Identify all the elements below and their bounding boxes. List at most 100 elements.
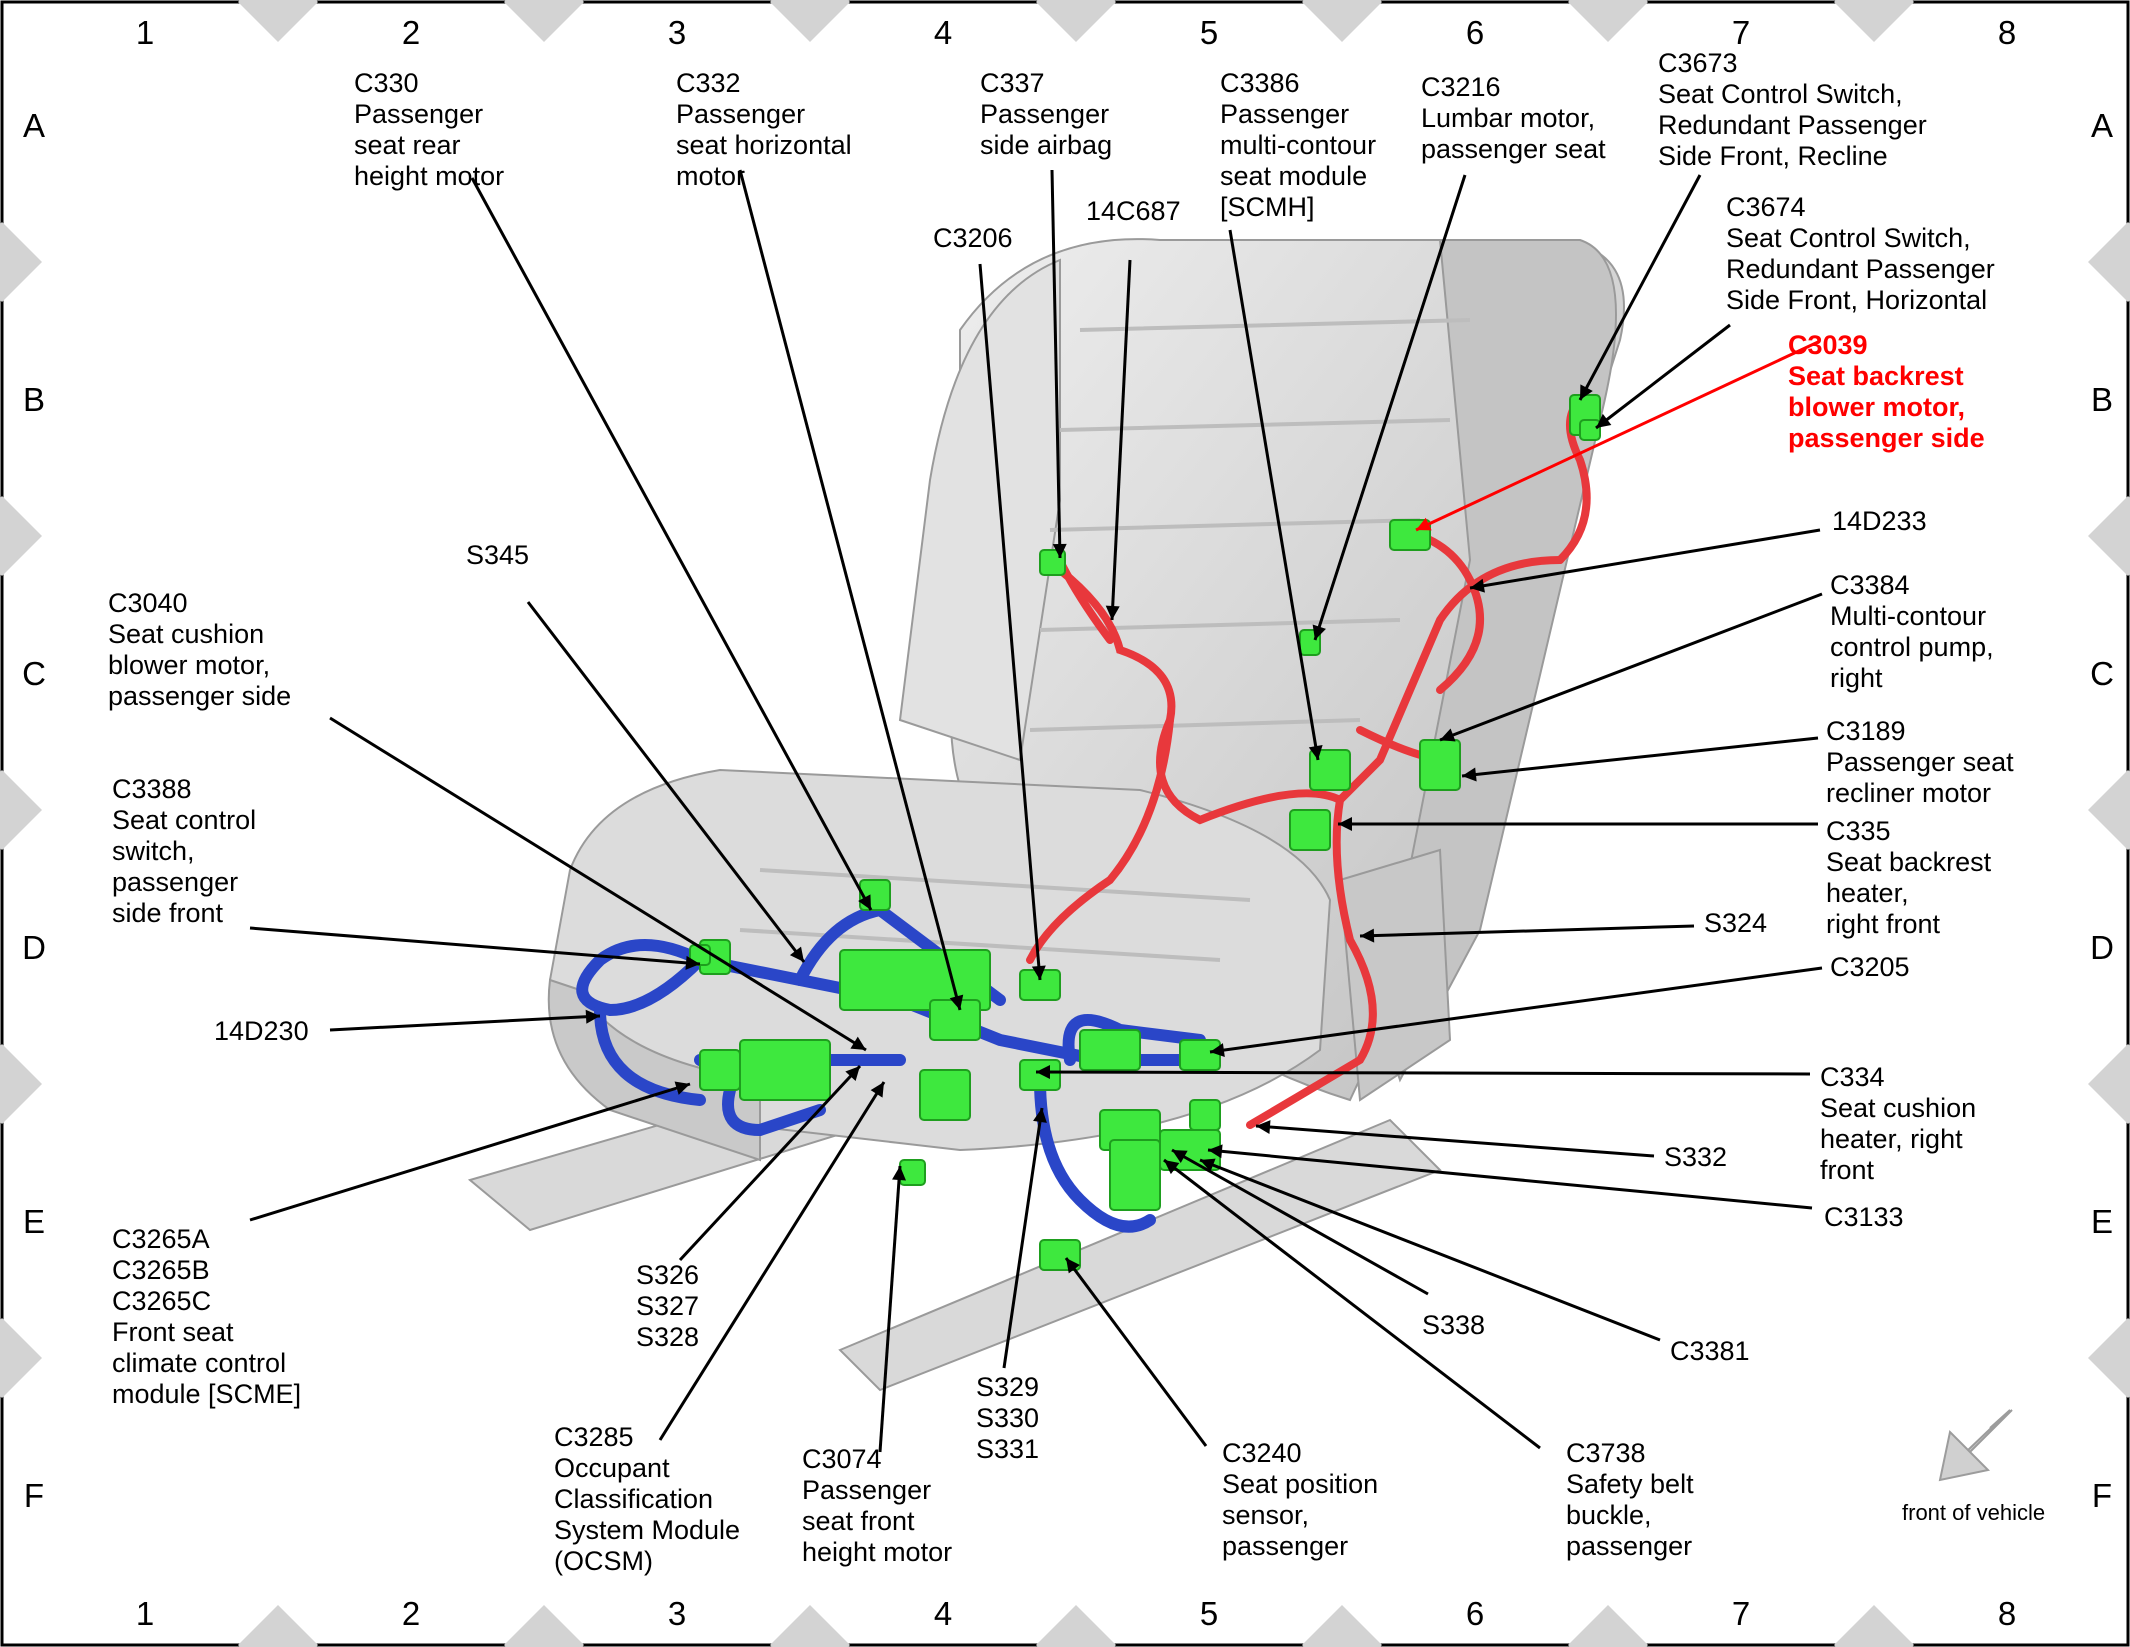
leader-line-c3386 <box>1228 229 1320 761</box>
leader-line-14d233 <box>1469 528 1821 590</box>
callout-c3285-line: Classification <box>554 1484 713 1514</box>
connector <box>919 1069 971 1121</box>
callout-c3388-line: C3388 <box>112 774 192 804</box>
callout-c3265-line: C3265B <box>112 1255 210 1285</box>
callout-c332-line: C332 <box>676 68 741 98</box>
grid-row-label-left: F <box>24 1477 44 1514</box>
callout-c334-line: front <box>1820 1155 1875 1185</box>
connector <box>1189 1099 1221 1131</box>
leader-line-s329 <box>1002 1107 1044 1369</box>
leader-arrowhead <box>1440 728 1456 742</box>
leader-arrowhead <box>1462 767 1477 782</box>
grid-row-label-left: A <box>23 107 45 144</box>
leader-arrowhead <box>1036 1065 1051 1080</box>
callout-c3265-line: module [SCME] <box>112 1379 301 1409</box>
leader-arrowhead <box>789 946 804 962</box>
callout-c332-line: Passenger <box>676 99 805 129</box>
grid-column-label-bottom: 3 <box>668 1595 686 1632</box>
grid-row-label-left: C <box>22 655 46 692</box>
callout-c3285-line: System Module <box>554 1515 740 1545</box>
callout-s326-line: S327 <box>636 1291 699 1321</box>
callout-c3384-line: C3384 <box>1830 570 1910 600</box>
callout-c334-line: C334 <box>1820 1062 1885 1092</box>
leader-arrowhead <box>674 1081 690 1095</box>
connector <box>1419 739 1461 791</box>
callout-c332-line: motor <box>676 161 745 191</box>
leader-arrowhead <box>1312 624 1326 640</box>
callout-s326-line: S328 <box>636 1322 699 1352</box>
grid-column-label-top: 8 <box>1998 14 2016 51</box>
grid-row-label-left: B <box>23 381 45 418</box>
callout-c335-line: C335 <box>1826 816 1891 846</box>
leader-line-c3133 <box>1207 1148 1813 1210</box>
callout-s329-line: S331 <box>976 1434 1039 1464</box>
front-of-vehicle-indicator: front of vehicle <box>1902 1409 2045 1525</box>
grid-marker-top <box>504 0 584 42</box>
callout-c3674-line: Seat Control Switch, <box>1726 223 1971 253</box>
callout-s332: S332 <box>1664 1142 1727 1172</box>
leader-line-c3205 <box>1209 966 1823 1054</box>
leader-line-c3240 <box>1064 1257 1208 1447</box>
leader-arrowhead <box>850 1036 866 1050</box>
grid-column-label-top: 7 <box>1732 14 1750 51</box>
grid-marker-top <box>1036 0 1116 42</box>
grid-row-label-left: D <box>22 929 46 966</box>
grid-row-label-right: F <box>2092 1477 2112 1514</box>
callout-14c687: 14C687 <box>1086 196 1181 226</box>
callout-14d230: 14D230 <box>214 1016 309 1046</box>
callout-c3189-line: C3189 <box>1826 716 1906 746</box>
grid-marker-bottom <box>1036 1605 1116 1647</box>
callout-c3381-line: C3381 <box>1670 1336 1750 1366</box>
callout-14c687-line: 14C687 <box>1086 196 1181 226</box>
grid-column-label-bottom: 6 <box>1466 1595 1484 1632</box>
callout-c3039-line: passenger side <box>1788 423 1985 453</box>
callout-c3074-line: seat front <box>802 1506 915 1536</box>
callout-s345: S345 <box>466 540 529 570</box>
grid-column-label-bottom: 2 <box>402 1595 420 1632</box>
callout-c3265-line: C3265C <box>112 1286 211 1316</box>
leader-arrowhead <box>845 1066 860 1082</box>
leader-line-s338 <box>1171 1148 1429 1296</box>
leader-arrowhead <box>1470 578 1485 593</box>
callout-s329-line: S330 <box>976 1403 1039 1433</box>
leader-arrowhead <box>1256 1120 1271 1135</box>
front-of-vehicle-arrow-icon <box>1938 1409 2013 1482</box>
connector <box>1019 1059 1061 1091</box>
callout-c3206: C3206 <box>933 223 1013 253</box>
connector <box>1179 1039 1221 1071</box>
connector <box>929 999 981 1041</box>
leader-arrowhead <box>1105 605 1120 620</box>
callout-c3265-line: climate control <box>112 1348 286 1378</box>
callout-c3388-line: passenger <box>112 867 238 897</box>
connectors <box>689 394 1601 1271</box>
grid-row-label-left: E <box>23 1203 45 1240</box>
callout-c3039-line: Seat backrest <box>1788 361 1964 391</box>
callout-s338: S338 <box>1422 1310 1485 1340</box>
callout-c3388-line: side front <box>112 898 224 928</box>
callout-c330-line: height motor <box>354 161 504 191</box>
front-of-vehicle-label: front of vehicle <box>1902 1500 2045 1525</box>
callout-c330-line: C330 <box>354 68 419 98</box>
seat-bolster <box>898 258 1061 762</box>
leader-line-c3206 <box>978 263 1042 981</box>
connector <box>739 1039 831 1101</box>
callout-c3205-line: C3205 <box>1830 952 1910 982</box>
grid-marker-bottom <box>1834 1605 1914 1647</box>
callout-c3738-line: Safety belt <box>1566 1469 1694 1499</box>
blue-harness-branch-3 <box>722 1084 826 1137</box>
leader-arrowhead <box>1596 413 1612 428</box>
red-harness-backrest <box>1336 556 1564 804</box>
callout-c3040-line: C3040 <box>108 588 188 618</box>
leader-line-c3216 <box>1313 174 1467 641</box>
callout-c3738-line: C3738 <box>1566 1438 1646 1468</box>
callout-c3133-line: C3133 <box>1824 1202 1904 1232</box>
leader-line-14d230 <box>329 1014 601 1032</box>
callout-c3205: C3205 <box>1830 952 1910 982</box>
